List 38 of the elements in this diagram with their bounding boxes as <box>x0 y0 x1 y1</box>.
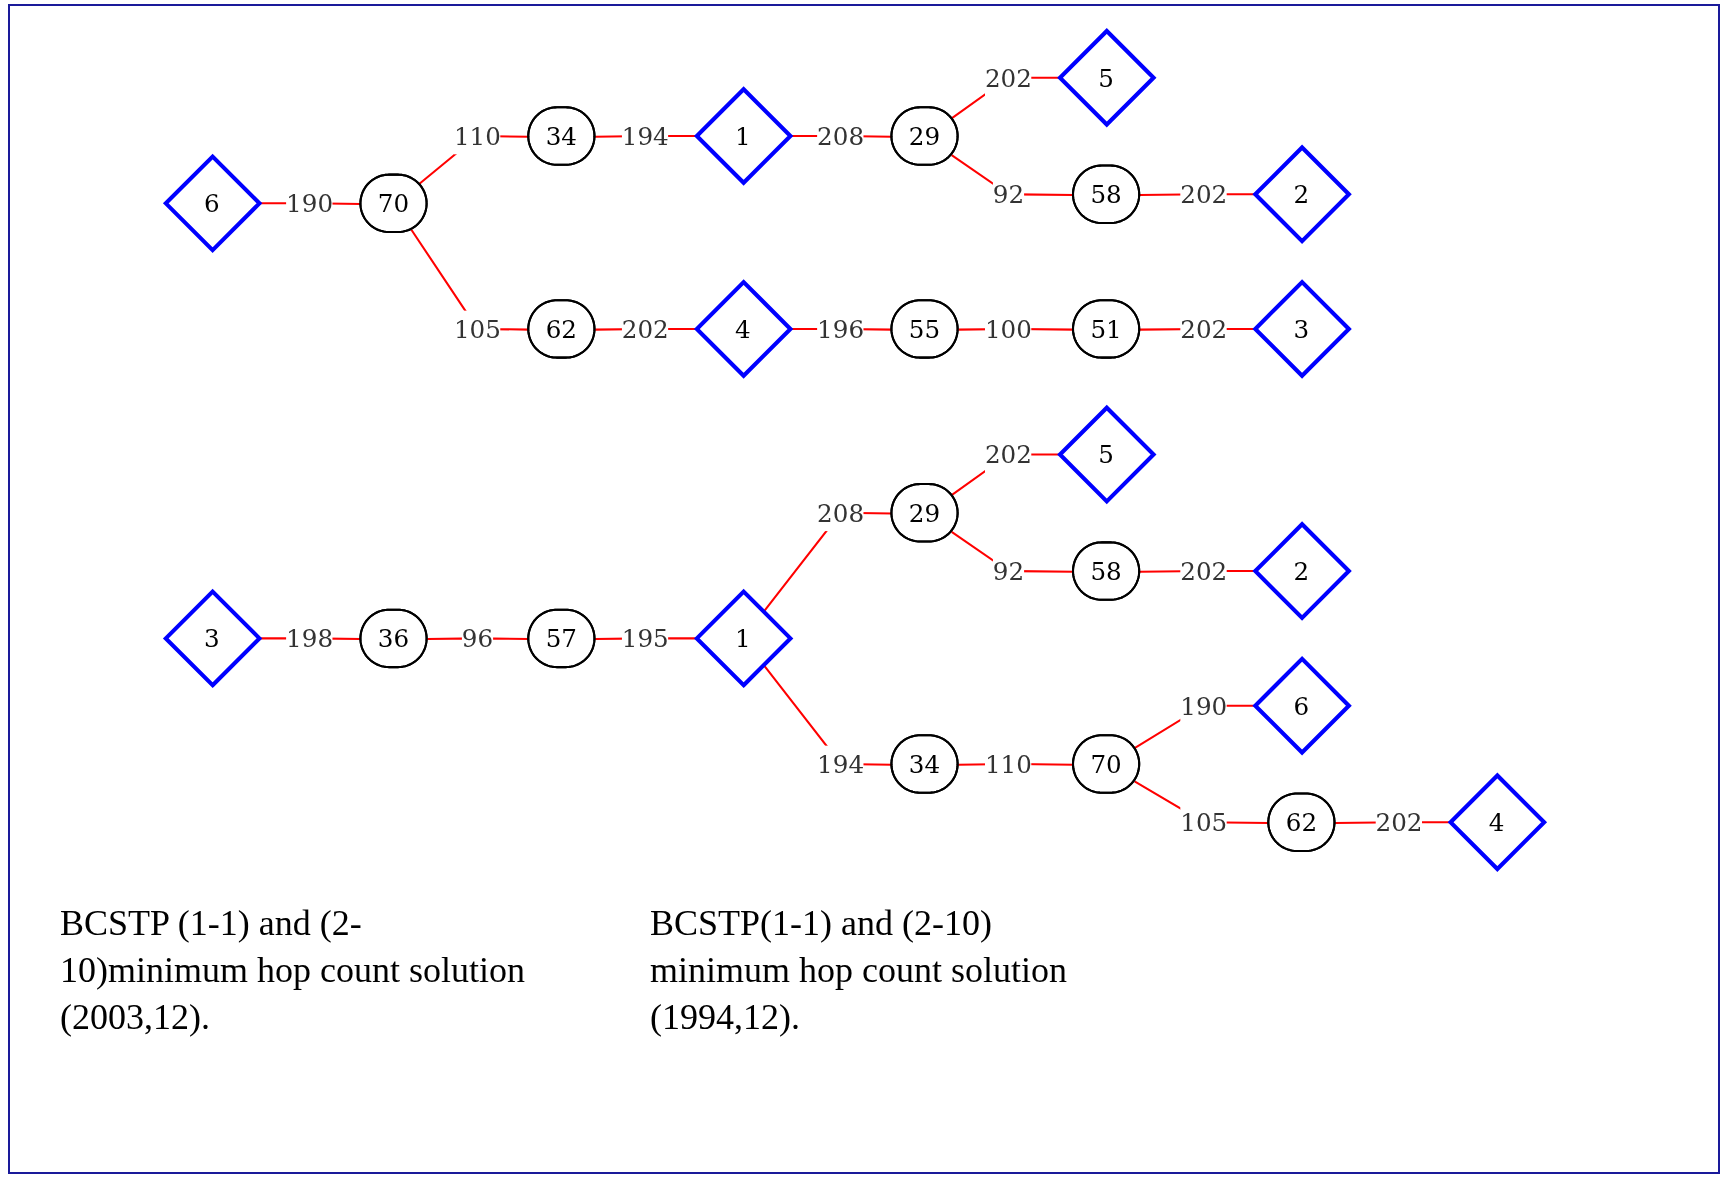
edge-label: 110 <box>453 121 501 151</box>
caption-text: BCSTP(1-1) and (2-10) minimum hop count solution (1994,12). <box>650 902 1068 1039</box>
node-diamond: 1 <box>693 86 794 186</box>
edge-label: 105 <box>453 314 501 344</box>
node-diamond: 5 <box>1057 28 1157 128</box>
node-diamond: 4 <box>693 279 794 379</box>
edge-label: 196 <box>817 314 865 344</box>
node-diamond: 2 <box>1252 521 1352 621</box>
edge-label: 202 <box>984 440 1032 469</box>
caption-text: BCSTP (1-1) and (2- 10)minimum hop count solution (2003,12). <box>60 902 526 1039</box>
edge-label: 194 <box>621 121 669 151</box>
node-diamond: 6 <box>1252 656 1352 756</box>
edge-label: 92 <box>992 179 1025 209</box>
edge-label: 202 <box>1180 179 1228 209</box>
node-diamond: 2 <box>1252 144 1352 244</box>
edge-label: 92 <box>992 556 1025 586</box>
edge-label: 198 <box>286 624 334 653</box>
edge-label: 202 <box>984 63 1032 93</box>
edge-label: 110 <box>984 749 1032 779</box>
node-diamond: 3 <box>162 588 263 689</box>
edge-label: 100 <box>984 314 1032 344</box>
node-diamond: 1 <box>693 588 794 689</box>
edge-label: 96 <box>461 624 494 653</box>
edge-label: 194 <box>817 749 865 779</box>
edge-label: 202 <box>1180 314 1228 344</box>
edge-label: 202 <box>621 314 669 344</box>
node-diamond: 6 <box>162 153 263 254</box>
node-diamond: 4 <box>1447 772 1548 872</box>
node-diamond: 3 <box>1252 279 1352 379</box>
edge-label: 202 <box>1180 556 1228 586</box>
edge-label: 202 <box>1375 807 1423 837</box>
edge-label: 105 <box>1180 807 1228 837</box>
edge-label: 195 <box>621 624 669 653</box>
edge-label: 208 <box>817 121 865 151</box>
edge-label: 208 <box>817 498 865 528</box>
edge-label: 190 <box>1180 691 1228 721</box>
edge-label: 190 <box>286 188 334 218</box>
node-diamond: 5 <box>1057 404 1157 505</box>
